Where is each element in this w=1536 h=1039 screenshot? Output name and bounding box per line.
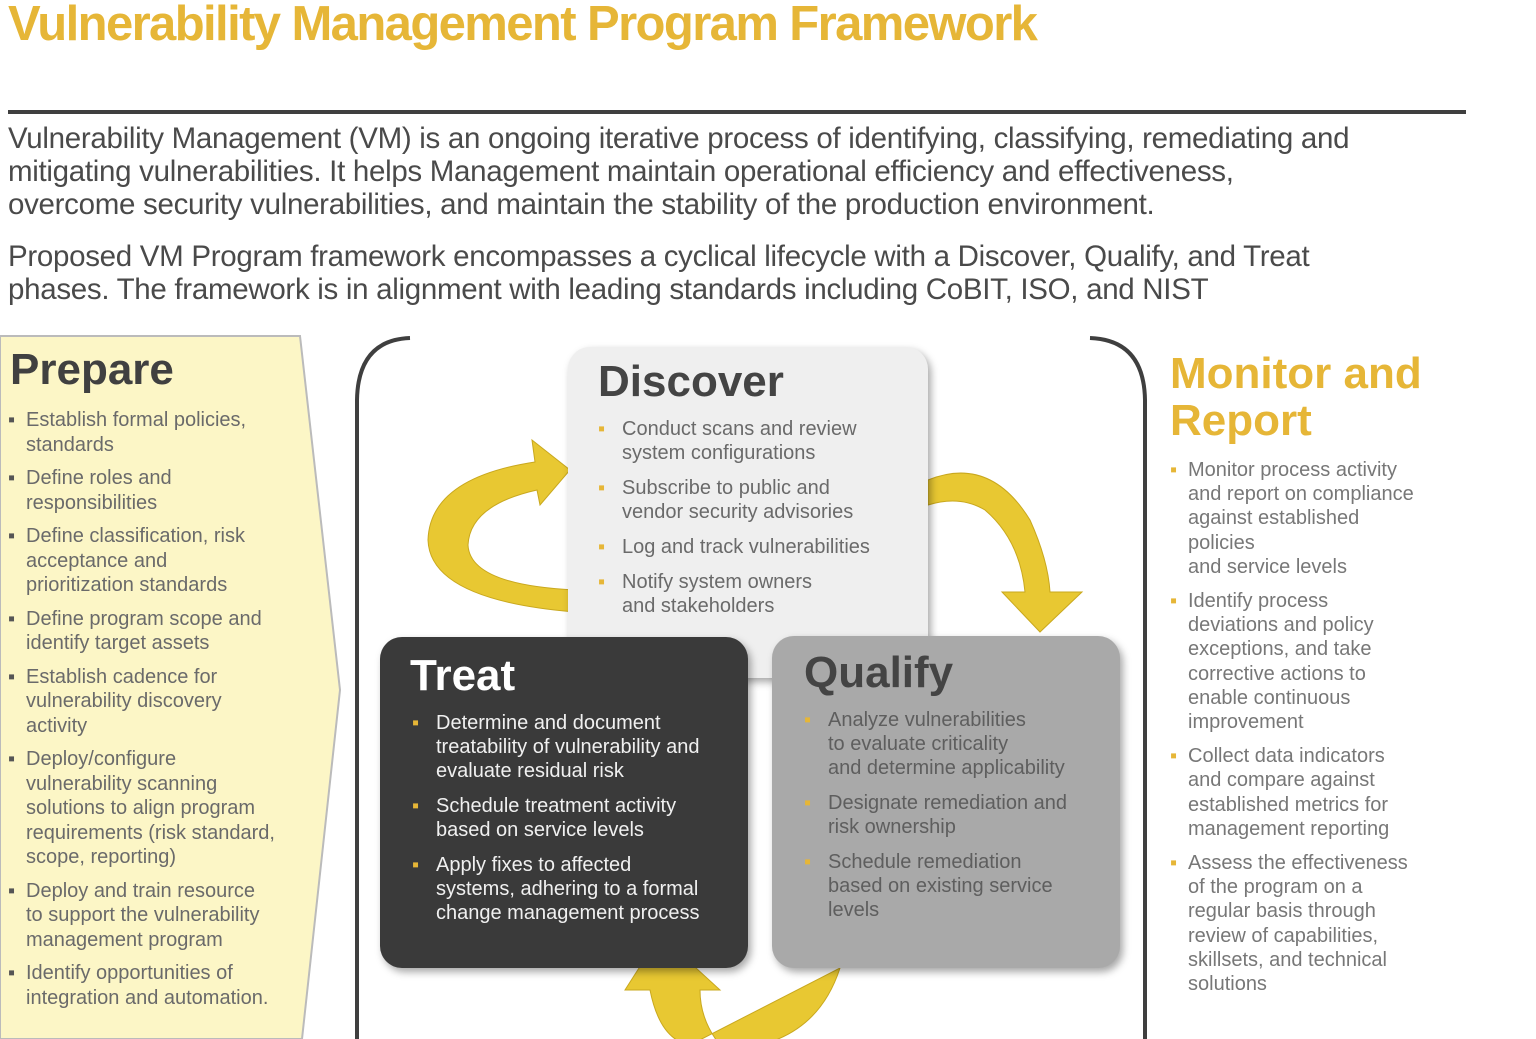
prepare-item: Establish formal policies, standards bbox=[8, 408, 318, 457]
prepare-item: Define classification, risk acceptance a… bbox=[8, 524, 318, 598]
cycle-frame-right bbox=[1089, 336, 1147, 1039]
qualify-item: Schedule remediation based on existing s… bbox=[804, 850, 1067, 922]
discover-item: Conduct scans and review system configur… bbox=[598, 417, 870, 465]
discover-list: Conduct scans and review system configur… bbox=[598, 417, 870, 629]
treat-title: Treat bbox=[410, 651, 516, 700]
qualify-title: Qualify bbox=[804, 648, 954, 697]
treat-item: Apply fixes to affected systems, adherin… bbox=[412, 853, 700, 925]
monitor-report-title: Monitor and Report bbox=[1170, 349, 1422, 445]
prepare-item: Define roles and responsibilities bbox=[8, 466, 318, 515]
prepare-item: Define program scope and identify target… bbox=[8, 607, 318, 656]
page-title: Vulnerability Management Program Framewo… bbox=[8, 0, 1038, 51]
discover-item: Notify system owners and stakeholders bbox=[598, 570, 870, 618]
monitor-item: Collect data indicators and compare agai… bbox=[1170, 744, 1470, 841]
qualify-item: Analyze vulnerabilities to evaluate crit… bbox=[804, 708, 1067, 780]
discover-box: Discover Conduct scans and review system… bbox=[568, 347, 928, 678]
treat-box: Treat Determine and document treatabilit… bbox=[380, 637, 748, 968]
discover-item: Log and track vulnerabilities bbox=[598, 535, 870, 559]
qualify-item: Designate remediation and risk ownership bbox=[804, 791, 1067, 839]
monitor-item: Assess the effectiveness of the program … bbox=[1170, 851, 1470, 996]
arrow-treat-to-discover bbox=[427, 438, 576, 613]
intro-paragraph-1: Vulnerability Management (VM) is an ongo… bbox=[8, 122, 1350, 221]
discover-item: Subscribe to public and vendor security … bbox=[598, 476, 870, 524]
prepare-item: Establish cadence for vulnerability disc… bbox=[8, 665, 318, 739]
treat-item: Schedule treatment activity based on ser… bbox=[412, 794, 700, 842]
title-divider bbox=[8, 110, 1466, 114]
prepare-item: Identify opportunities of integration an… bbox=[8, 961, 318, 1010]
arrow-discover-to-qualify bbox=[927, 472, 1084, 633]
treat-item: Determine and document treatability of v… bbox=[412, 711, 700, 783]
qualify-box: Qualify Analyze vulnerabilities to evalu… bbox=[772, 636, 1120, 968]
treat-list: Determine and document treatability of v… bbox=[412, 711, 700, 936]
monitor-item: Monitor process activity and report on c… bbox=[1170, 458, 1470, 579]
discover-title: Discover bbox=[598, 357, 784, 406]
monitor-report-list: Monitor process activity and report on c… bbox=[1170, 458, 1470, 1006]
intro-paragraph-2: Proposed VM Program framework encompasse… bbox=[8, 240, 1310, 306]
cycle-frame-left bbox=[355, 336, 411, 1039]
prepare-title: Prepare bbox=[10, 345, 174, 394]
qualify-list: Analyze vulnerabilities to evaluate crit… bbox=[804, 708, 1067, 933]
prepare-item: Deploy/configure vulnerability scanning … bbox=[8, 747, 318, 870]
monitor-item: Identify process deviations and policy e… bbox=[1170, 589, 1470, 734]
prepare-item: Deploy and train resource to support the… bbox=[8, 879, 318, 953]
prepare-list: Establish formal policies, standards Def… bbox=[8, 408, 318, 1019]
